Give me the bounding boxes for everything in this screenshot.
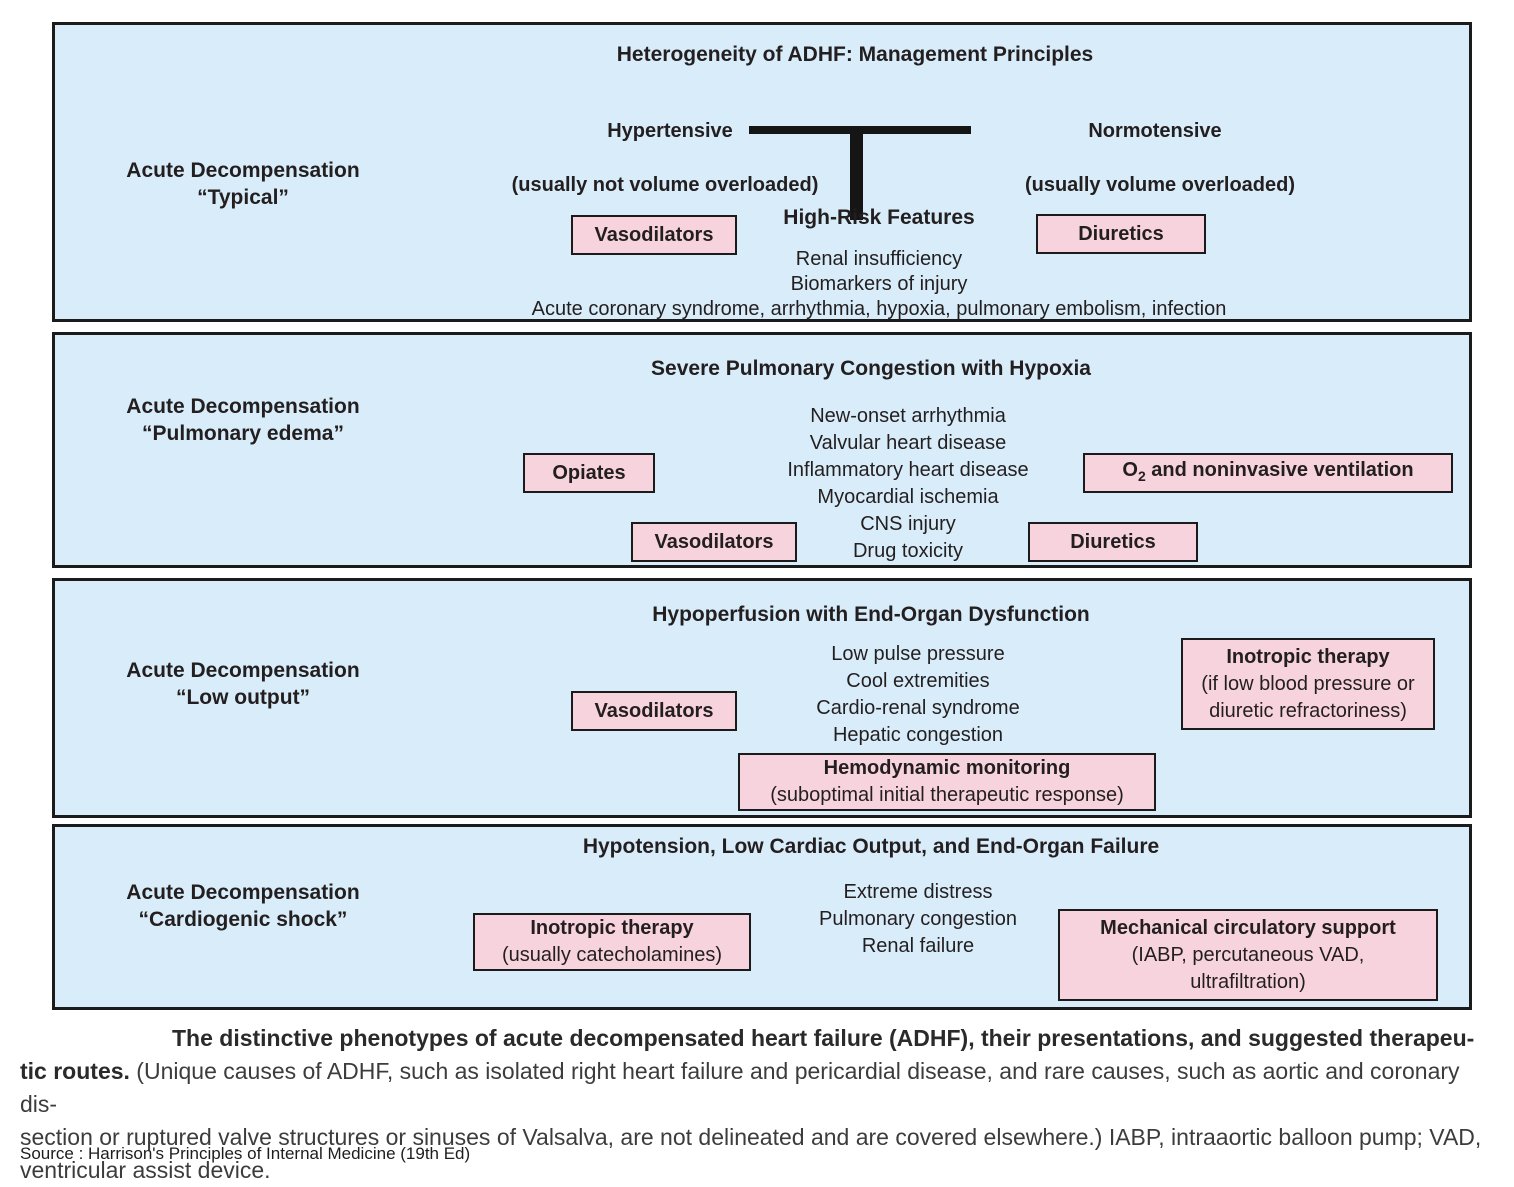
finding-item: Inflammatory heart disease [787,459,1029,481]
finding-item: Myocardial ischemia [817,486,999,508]
finding-item: Cardio-renal syndrome [816,697,1020,719]
therapy-box-label: Inotropic therapy [530,917,694,939]
phenotype-label-line2: “Low output” [175,686,311,709]
phenotype-label-line1: Acute Decompensation [126,159,360,182]
therapy-box-label: Hemodynamic monitoring [823,757,1071,779]
finding-item: Low pulse pressure [831,643,1005,665]
therapy-box-sublabel: (usually catecholamines) [501,944,723,966]
panel-low-output: Hypoperfusion with End-Organ Dysfunction… [52,578,1472,818]
therapy-box-label: Vasodilators [654,530,774,553]
findings-list: Low pulse pressure Cool extremities Card… [668,641,1168,749]
therapy-box-label: Diuretics [1078,222,1164,245]
figure-caption: The distinctive phenotypes of acute deco… [20,1022,1498,1187]
caption-line: section or ruptured valve structures or … [20,1124,1482,1150]
phenotype-label-typical: Acute Decompensation “Typical” [55,157,431,211]
caption-line: tic routes. (Unique causes of ADHF, such… [20,1055,1498,1121]
therapy-box-diuretics: Diuretics [1028,522,1198,562]
finding-item: Extreme distress [843,881,993,903]
finding-item: Hepatic congestion [832,724,1004,746]
therapy-box-label: Inotropic therapy [1226,645,1390,668]
phenotype-label-line2: “Pulmonary edema” [142,422,344,445]
therapy-box-label: Vasodilators [594,223,714,246]
therapy-box-diuretics: Diuretics [1036,214,1206,254]
subscript-two: 2 [1137,467,1146,484]
high-risk-item: Biomarkers of injury [790,273,968,295]
phenotype-label-pulmonary-edema: Acute Decompensation “Pulmonary edema” [55,393,431,447]
therapy-box-mechanical-support: Mechanical circulatory support (IABP, pe… [1058,909,1438,1001]
phenotype-label-cardiogenic-shock: Acute Decompensation “Cardiogenic shock” [55,879,431,933]
panel-pulmonary-edema: Severe Pulmonary Congestion with Hypoxia… [52,332,1472,568]
finding-item: Renal failure [861,935,975,957]
caption-line: The distinctive phenotypes of acute deco… [20,1022,1498,1055]
finding-item: Cool extremities [846,670,990,692]
phenotype-label-line2: “Typical” [197,186,289,209]
panel-typical: Heterogeneity of ADHF: Management Princi… [52,22,1472,322]
panel-title: Hypoperfusion with End-Organ Dysfunction [652,603,1090,626]
therapy-box-sublabel: (suboptimal initial therapeutic response… [770,784,1124,806]
branch-hypertensive: Hypertensive [607,120,733,142]
branch-normotensive: Normotensive [1088,120,1222,142]
finding-item: New-onset arrhythmia [810,405,1006,427]
therapy-box-vasodilators: Vasodilators [571,215,737,255]
panel-title: Severe Pulmonary Congestion with Hypoxia [651,357,1091,380]
phenotype-label-line1: Acute Decompensation [126,659,360,682]
high-risk-item: Renal insufficiency [795,248,963,270]
branch-normotensive-subtitle: (usually volume overloaded) [1024,174,1296,196]
source-attribution: Source : Harrison's Principles of Intern… [20,1144,471,1163]
finding-item: CNS injury [860,513,956,535]
therapy-box-oxygen-ventilation: O2 and noninvasive ventilation [1083,453,1453,493]
finding-item: Valvular heart disease [809,432,1007,454]
therapy-box-inotropic: Inotropic therapy (if low blood pressure… [1181,638,1435,730]
high-risk-heading: High-Risk Features [783,206,975,229]
therapy-box-inotropic: Inotropic therapy (usually catecholamine… [473,913,751,971]
therapy-box-hemodynamic-monitoring: Hemodynamic monitoring (suboptimal initi… [738,753,1156,811]
finding-item: Pulmonary congestion [819,908,1017,930]
phenotype-label-line2: “Cardiogenic shock” [138,908,348,931]
therapy-box-label: Vasodilators [594,699,714,722]
panel-title: Heterogeneity of ADHF: Management Princi… [616,43,1094,66]
caption-bold-text: The distinctive phenotypes of acute deco… [172,1025,1475,1051]
branch-connector-vertical-stem [850,126,863,220]
therapy-box-label: Mechanical circulatory support [1100,916,1396,939]
therapy-box-sublabel: diuretic refractoriness) [1209,699,1407,722]
panel-title: Hypotension, Low Cardiac Output, and End… [582,835,1160,858]
therapy-box-opiates: Opiates [523,453,655,493]
findings-list: New-onset arrhythmia Valvular heart dise… [658,403,1158,565]
panel-cardiogenic-shock: Hypotension, Low Cardiac Output, and End… [52,824,1472,1010]
therapy-box-sublabel: (if low blood pressure or [1201,672,1415,695]
therapy-box-vasodilators: Vasodilators [571,691,737,731]
therapy-box-label: O2 and noninvasive ventilation [1122,458,1414,484]
therapy-box-sublabel: ultrafiltration) [1190,970,1306,993]
findings-list: Extreme distress Pulmonary congestion Re… [668,879,1168,960]
finding-item: Drug toxicity [852,540,964,562]
high-risk-item: Acute coronary syndrome, arrhythmia, hyp… [531,298,1227,320]
therapy-box-sublabel: (IABP, percutaneous VAD, [1131,943,1365,966]
branch-hypertensive-subtitle: (usually not volume overloaded) [511,174,819,196]
phenotype-label-line1: Acute Decompensation [126,395,360,418]
caption-regular-text: (Unique causes of ADHF, such as isolated… [20,1058,1460,1117]
caption-bold-text: tic routes. [20,1058,130,1084]
therapy-box-label: Diuretics [1070,530,1156,553]
phenotype-label-line1: Acute Decompensation [126,881,360,904]
phenotype-label-low-output: Acute Decompensation “Low output” [55,657,431,711]
therapy-box-label: Opiates [552,461,626,484]
therapy-box-vasodilators: Vasodilators [631,522,797,562]
